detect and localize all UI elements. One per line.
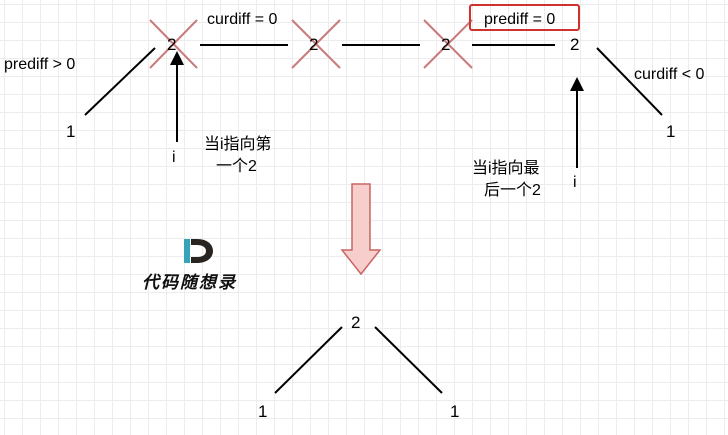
caption-right-line2: 后一个2 <box>484 181 541 199</box>
logo-text: 代码随想录 <box>142 273 237 293</box>
node-peak-crossed-c: 2 <box>441 35 450 54</box>
cross-mark-a <box>149 19 198 69</box>
pointer-label-right: i <box>573 174 577 191</box>
label-curdiff-eq-zero: curdiff = 0 <box>207 11 278 28</box>
logo-d-shape <box>191 239 213 263</box>
transition-down-arrow <box>340 183 382 276</box>
label-prediff-gt-zero: prediff > 0 <box>4 56 75 73</box>
caption-left-line2: 一个2 <box>216 157 257 175</box>
label-prediff-eq-zero: prediff = 0 <box>484 11 555 28</box>
pointer-label-left: i <box>172 149 176 166</box>
caption-right-line1: 当i指向最 <box>472 159 540 177</box>
logo-d-bar-teal <box>184 239 190 263</box>
node-bottom-left-1: 1 <box>258 402 267 421</box>
caption-left-line1: 当i指向第 <box>204 135 272 153</box>
edge-bottom-left <box>274 326 343 394</box>
edge-1-to-2 <box>84 47 156 116</box>
cross-mark-c <box>423 19 473 69</box>
node-top-left-1: 1 <box>66 122 75 141</box>
node-peak-crossed-a: 2 <box>167 35 176 54</box>
edge-bottom-right <box>374 326 443 394</box>
node-peak-crossed-b: 2 <box>309 35 318 54</box>
label-curdiff-lt-zero: curdiff < 0 <box>634 66 705 83</box>
node-top-right-2: 2 <box>570 35 579 54</box>
edge-2-to-1 <box>596 47 663 116</box>
node-top-right-1: 1 <box>666 122 675 141</box>
node-bottom-right-1: 1 <box>450 402 459 421</box>
logo-mark <box>184 239 213 263</box>
cross-mark-b <box>291 19 341 69</box>
highlight-box <box>469 4 580 31</box>
node-bottom-peak-2: 2 <box>351 313 360 332</box>
